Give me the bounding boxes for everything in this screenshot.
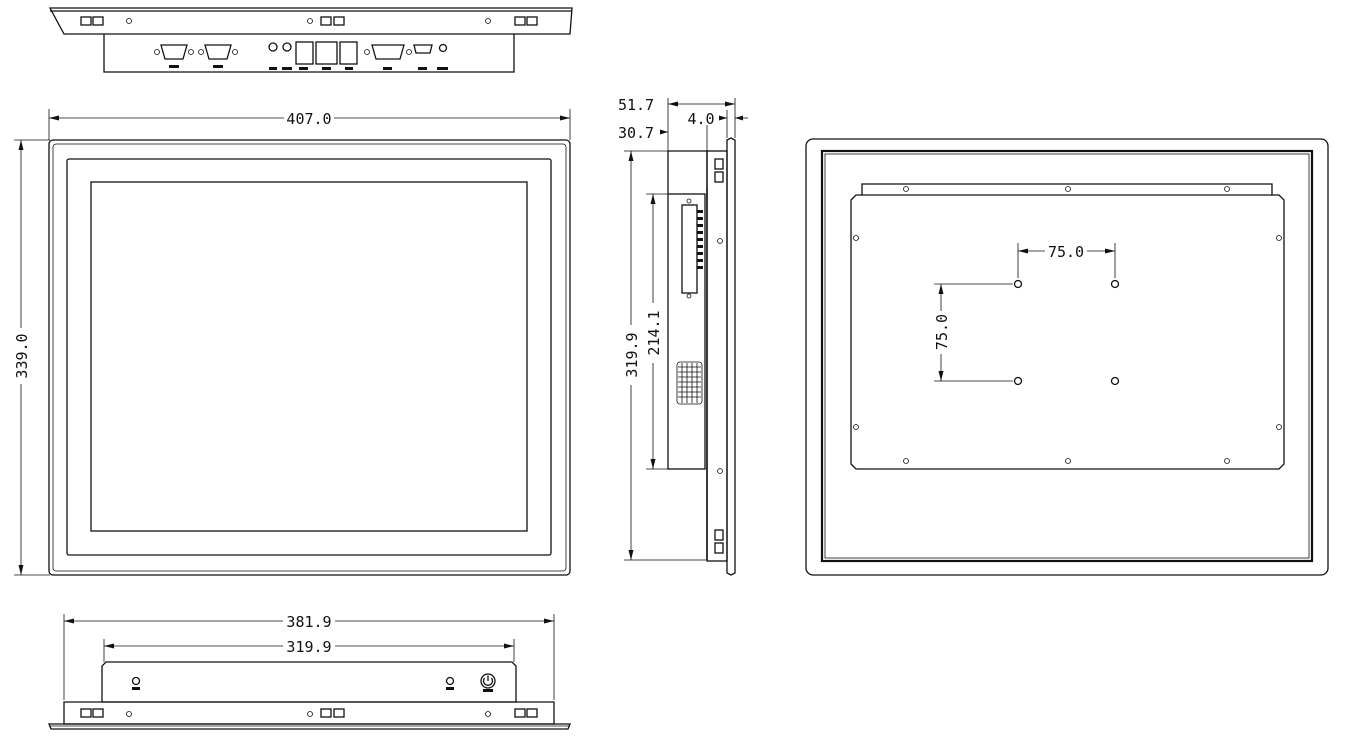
side-bracket-height-label: 214.1 (645, 310, 663, 355)
rear-view: 75.0 75.0 (805, 138, 1329, 576)
side-body-depth-label: 30.7 (618, 124, 654, 142)
rear-mount-plate (850, 183, 1285, 470)
rj45-port-icon (295, 41, 358, 70)
vesa-horizontal-label: 75.0 (1048, 243, 1084, 261)
side-body-height-label: 319.9 (623, 332, 641, 377)
front-screen (90, 181, 528, 532)
mounting-clip-icon (80, 16, 538, 26)
top-view (48, 7, 573, 73)
power-button-icon (480, 673, 496, 692)
bottom-overall-width-label: 381.9 (286, 613, 331, 631)
side-view: 51.7 4.0 30.7 319.9 214.1 (618, 96, 748, 576)
screw-hole-icon (853, 186, 1282, 464)
front-bezel (48, 139, 571, 576)
front-width-label: 407.0 (286, 110, 331, 128)
bottom-view: 381.9 319.9 (48, 613, 571, 730)
side-connector-strip (681, 198, 703, 299)
mounting-clip-icon (80, 708, 538, 718)
front-display-frame (66, 158, 552, 556)
side-total-depth-label: 51.7 (618, 96, 654, 114)
hdmi-port-icon (413, 43, 448, 70)
vesa-mount-holes (1013, 279, 1120, 386)
front-height-label: 339.0 (13, 333, 31, 378)
screw-hole-icon (717, 238, 723, 474)
screw-hole-icon (126, 711, 491, 717)
serial-port-icon (154, 44, 238, 68)
bottom-inner-width-label: 319.9 (286, 638, 331, 656)
side-view-bezel (726, 137, 736, 576)
side-vent-grille (676, 361, 703, 405)
rear-housing (820, 149, 1314, 563)
audio-jack-icon (131, 676, 455, 690)
vga-port-icon (364, 44, 412, 70)
rear-bezel (805, 138, 1329, 576)
front-view: 407.0 339.0 (13, 109, 571, 576)
screw-hole-icon (126, 18, 491, 24)
top-view-bezel (48, 7, 573, 35)
side-bezel-thickness-label: 4.0 (687, 110, 714, 128)
top-view-io-panel (103, 34, 515, 73)
side-view-frame (706, 150, 728, 562)
vesa-vertical-label: 75.0 (933, 314, 951, 350)
audio-jack-icon (268, 42, 292, 70)
mounting-clip-icon (714, 158, 724, 554)
